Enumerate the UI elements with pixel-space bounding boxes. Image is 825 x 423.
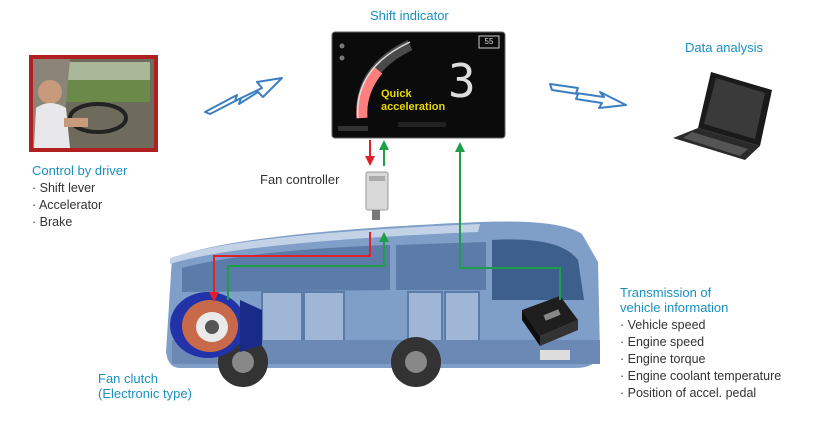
list-item: Brake [32, 214, 127, 231]
display-message-line1: Quick [381, 88, 412, 100]
green-arrow-fan-clutch-to-controller [227, 232, 389, 300]
list-item: Shift lever [32, 180, 127, 197]
transmission-title-line2: vehicle information [620, 300, 729, 315]
display-gear-number: 3 [448, 54, 476, 108]
display-badge: 55 [484, 37, 494, 46]
list-item: Vehicle speed [620, 317, 781, 334]
red-arrow-to-fan-clutch [209, 232, 371, 302]
list-item: Engine speed [620, 334, 781, 351]
fan-clutch-title-line2: (Electronic type) [98, 386, 192, 401]
green-arrow-ecu-to-display [455, 142, 561, 300]
transmission-title-line1: Transmission of [620, 285, 712, 300]
green-arrow-controller-to-display [379, 140, 389, 166]
fan-clutch-block: Fan clutch (Electronic type) [98, 371, 192, 401]
transmission-block: Transmission of vehicle information Vehi… [620, 285, 781, 402]
fan-controller-label: Fan controller [260, 172, 340, 187]
driver-controls-list: Shift lever Accelerator Brake [32, 180, 127, 231]
fan-clutch-title-line1: Fan clutch [98, 371, 158, 386]
shift-indicator-display [331, 31, 506, 139]
display-message: Quick acceleration [381, 88, 445, 114]
fan-controller-image [365, 171, 389, 220]
display-message-line2: acceleration [381, 101, 446, 113]
list-item: Engine coolant temperature [620, 368, 782, 385]
list-item: Position of accel. pedal [620, 385, 781, 402]
red-arrow-to-controller [365, 140, 375, 166]
data-analysis-title: Data analysis [685, 40, 764, 55]
shift-indicator-title: Shift indicator [370, 8, 449, 23]
list-item: Engine torque [620, 351, 781, 368]
driver-photo [29, 55, 158, 152]
ecu-module-image [522, 296, 578, 346]
vehicle-info-list: Vehicle speed Engine speed Engine torque… [620, 317, 782, 402]
laptop-icon [673, 72, 772, 160]
fan-clutch-image [170, 292, 262, 358]
control-by-driver-title: Control by driver [32, 163, 128, 178]
wireless-signal-left-icon [204, 77, 283, 115]
list-item: Accelerator [32, 197, 127, 214]
driver-control-block: Control by driver Shift lever Accelerato… [32, 163, 127, 231]
wireless-signal-right-icon [549, 83, 627, 109]
bus-illustration [166, 221, 600, 387]
